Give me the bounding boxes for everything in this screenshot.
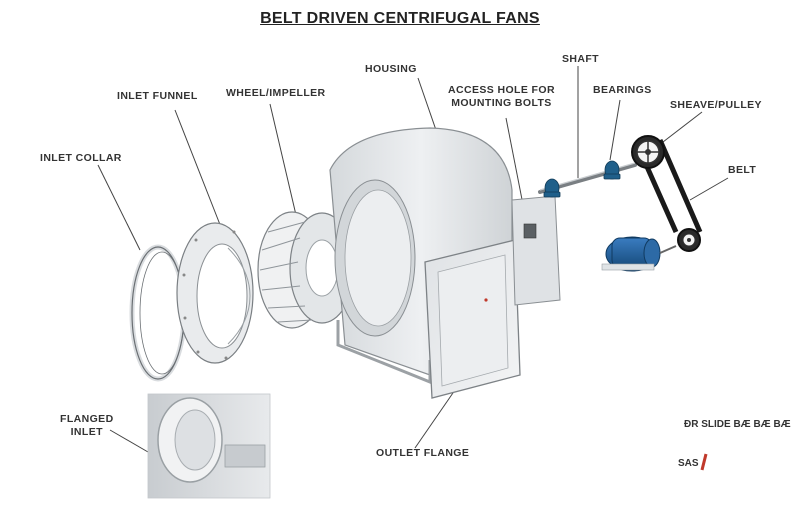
label-flanged-inlet-line2: INLET — [70, 426, 103, 438]
label-access-hole-line2: MOUNTING BOLTS — [451, 97, 552, 109]
inlet-collar — [129, 244, 187, 382]
label-bearings: BEARINGS — [593, 84, 652, 96]
label-inlet-funnel: INLET FUNNEL — [117, 90, 198, 102]
inlet-funnel — [176, 222, 254, 364]
sheave-bottom — [677, 228, 701, 252]
sheave-top — [631, 135, 665, 169]
bearing-2 — [603, 160, 621, 180]
label-access-hole: ACCESS HOLE FOR MOUNTING BOLTS — [448, 84, 555, 110]
shaft-assembly — [538, 160, 637, 198]
diagram-title: BELT DRIVEN CENTRIFUGAL FANS — [260, 10, 540, 27]
label-inlet-collar: INLET COLLAR — [40, 152, 122, 164]
motor — [601, 236, 677, 272]
slide-text: ÐR SLIDE BÆ BÆ BÆ — [684, 419, 791, 430]
label-shaft: SHAFT — [562, 53, 599, 65]
label-outlet-flange: OUTLET FLANGE — [376, 447, 470, 459]
red-mark — [700, 453, 708, 471]
belt-drive — [631, 135, 703, 252]
label-access-hole-line1: ACCESS HOLE FOR — [448, 84, 555, 96]
fan-housing — [329, 127, 561, 399]
label-flanged-inlet: FLANGED INLET — [60, 413, 114, 439]
label-housing: HOUSING — [365, 63, 417, 75]
label-wheel-impeller: WHEEL/IMPELLER — [226, 87, 326, 99]
label-sheave-pulley: SHEAVE/PULLEY — [670, 99, 762, 111]
bearing-1 — [543, 178, 561, 198]
flanged-inlet-inset — [147, 393, 271, 499]
label-belt: BELT — [728, 164, 757, 176]
fragment-text: SAS — [678, 458, 699, 469]
wheel-impeller — [257, 211, 355, 329]
label-flanged-inlet-line1: FLANGED — [60, 413, 114, 425]
